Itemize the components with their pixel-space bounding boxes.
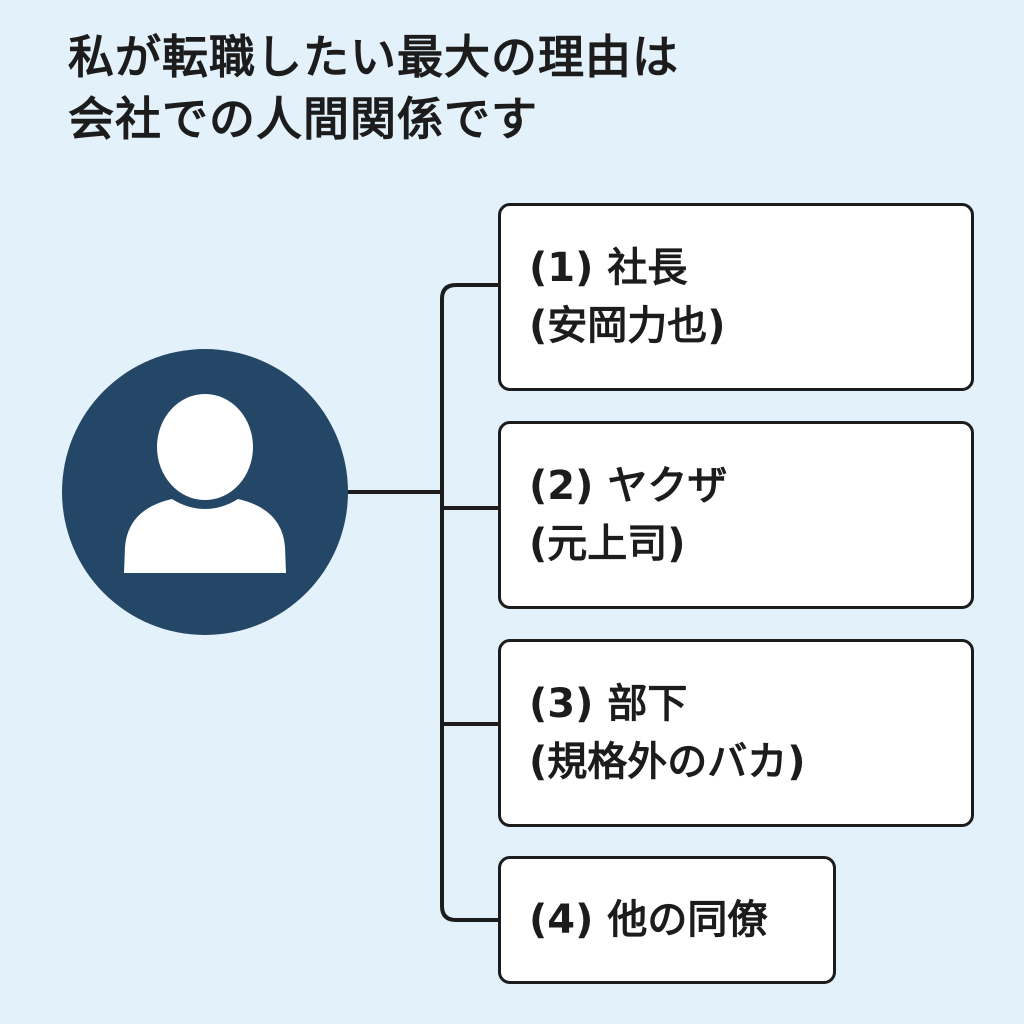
item-3-subtitle: (規格外のバカ) [529, 739, 806, 785]
item-box-1: (1) 社長 (安岡力也) [498, 203, 974, 391]
item-box-4: (4) 他の同僚 [498, 856, 836, 984]
person-avatar [62, 349, 348, 635]
item-2-title: (2) ヤクザ [529, 463, 728, 509]
connector-spine [440, 283, 502, 922]
item-1-subtitle: (安岡力也) [529, 303, 726, 349]
item-box-3: (3) 部下 (規格外のバカ) [498, 639, 974, 827]
item-4-title: (4) 他の同僚 [529, 897, 768, 943]
title-line-2: 会社での人間関係です [68, 92, 538, 146]
item-box-2: (2) ヤクザ (元上司) [498, 421, 974, 609]
page-title: 私が転職したい最大の理由は 会社での人間関係です [68, 26, 679, 150]
item-2-subtitle: (元上司) [529, 521, 686, 567]
item-1-title: (1) 社長 [529, 245, 688, 291]
item-3-title: (3) 部下 [529, 681, 688, 727]
person-icon [124, 394, 286, 573]
title-line-1: 私が転職したい最大の理由は [68, 30, 679, 84]
